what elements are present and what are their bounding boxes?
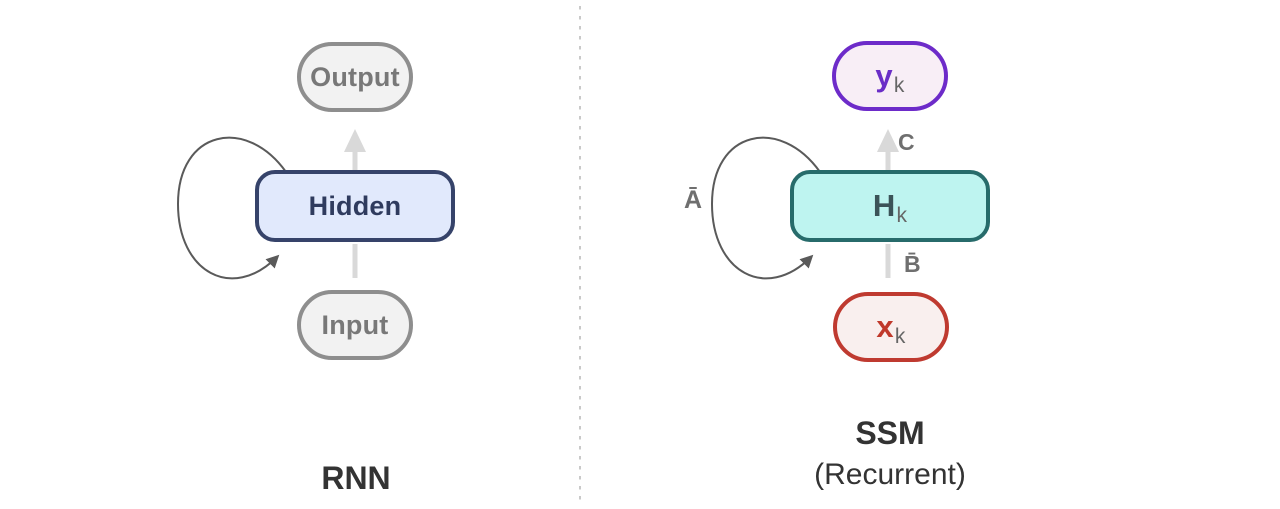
rnn-hidden-label: Hidden bbox=[308, 190, 402, 221]
rnn-input-label: Input bbox=[321, 309, 389, 340]
ssm-output-subscript: k bbox=[893, 74, 905, 97]
ssm-caption: SSM (Recurrent) bbox=[740, 413, 1040, 495]
ssm-hidden-label: H bbox=[872, 188, 896, 223]
ssm-recurrence-loop-arrow bbox=[710, 136, 821, 280]
ssm-input-subscript: k bbox=[894, 325, 906, 348]
ssm-output-label: y bbox=[875, 58, 893, 93]
ssm-caption-text: SSM bbox=[855, 415, 925, 451]
rnn-output-label: Output bbox=[310, 61, 400, 92]
rnn-input-node: Input bbox=[297, 290, 413, 360]
ssm-output-matrix-label: C bbox=[898, 129, 915, 155]
rnn-hidden-to-output-arrow-head bbox=[344, 129, 366, 152]
ssm-hidden-to-output-arrow-head bbox=[877, 129, 899, 152]
rnn-recurrence-loop-arrow bbox=[176, 136, 287, 280]
ssm-input-label: x bbox=[876, 309, 894, 344]
rnn-hidden-node: Hidden bbox=[255, 170, 455, 242]
rnn-caption: RNN bbox=[256, 458, 456, 498]
ssm-hidden-subscript: k bbox=[896, 204, 908, 227]
ssm-caption-subtext: (Recurrent) bbox=[814, 458, 966, 491]
ssm-input-matrix-label: B̄ bbox=[904, 251, 921, 277]
rnn-output-node: Output bbox=[297, 42, 413, 112]
rnn-caption-text: RNN bbox=[321, 460, 391, 496]
ssm-state-matrix-label: Ā bbox=[684, 186, 703, 214]
